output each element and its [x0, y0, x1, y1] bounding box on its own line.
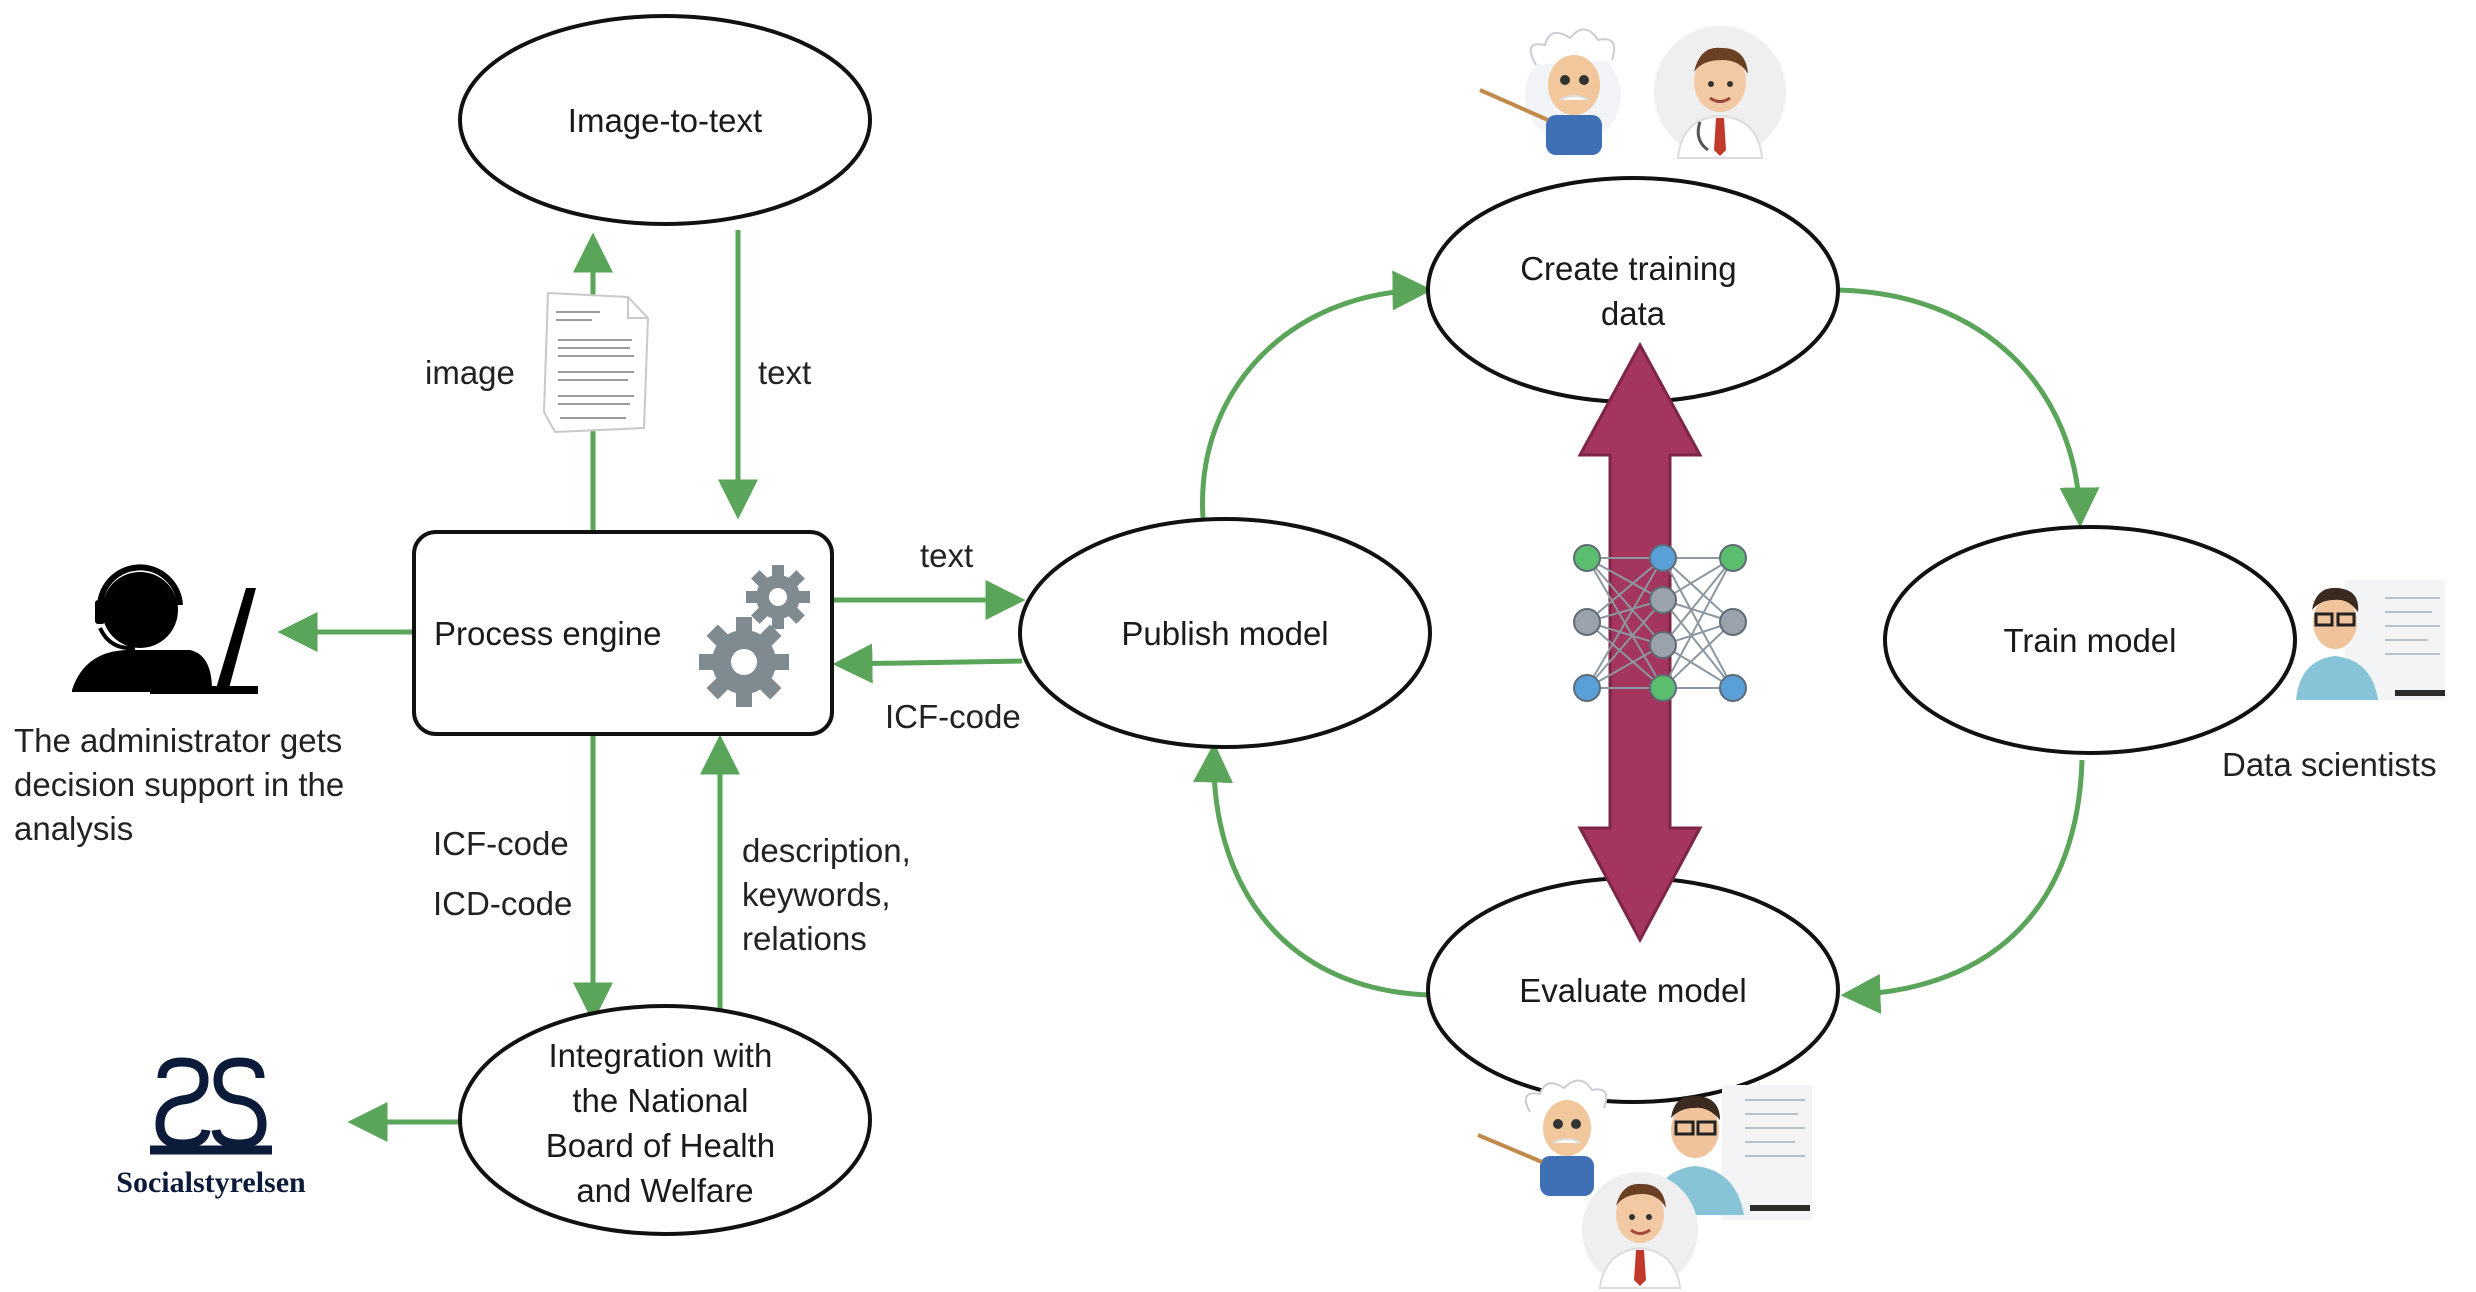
caption-administrator-line-1: The administrator gets	[14, 722, 342, 759]
node-create-training-data-label: Create training data	[1520, 250, 1746, 332]
caption-administrator-line-2: decision support in the	[14, 766, 344, 803]
node-train-model: Train model	[1883, 525, 2297, 755]
neural-network-node	[1649, 674, 1677, 702]
label-icf-code-left: ICF-code	[885, 698, 1021, 735]
edge-train-to-evaluate	[1840, 759, 2085, 1014]
neural-network-node	[1649, 544, 1677, 572]
data-scientist-avatar-icon	[2296, 580, 2445, 700]
neural-network-connection	[1662, 557, 1734, 689]
neural-network-node	[1719, 544, 1747, 572]
bottom-team-icon	[1477, 1079, 1812, 1289]
neural-network-node	[1573, 544, 1601, 572]
neural-network-connection	[1586, 621, 1664, 689]
neural-network-connection	[1662, 621, 1734, 689]
neural-network-node	[1719, 674, 1747, 702]
edges-left	[277, 230, 1026, 1142]
doctor-avatar-icon	[1654, 26, 1786, 159]
label-description-line-2: keywords,	[742, 876, 891, 913]
neural-network-connection	[1586, 557, 1664, 689]
neural-network-nodes	[1573, 544, 1747, 702]
edge-create-to-train	[1834, 287, 2100, 528]
label-text-up: text	[758, 354, 811, 391]
label-icd-code-down: ICD-code	[433, 885, 572, 922]
neural-network-node	[1573, 608, 1601, 636]
node-integration-label: Integration with the National Board of H…	[546, 1037, 784, 1209]
node-publish-model-label: Publish model	[1121, 615, 1328, 652]
edge-publish-to-create	[1200, 270, 1433, 519]
node-image-to-text: Image-to-text	[458, 14, 872, 226]
node-create-training-data: Create training data	[1426, 176, 1840, 404]
label-icf-code-down: ICF-code	[433, 825, 569, 862]
node-integration-line-1: Integration with	[549, 1037, 773, 1074]
label-image: image	[425, 354, 515, 391]
edge-evaluate-to-publish	[1193, 742, 1431, 998]
socialstyrelsen-logo: Socialstyrelsen	[116, 1057, 306, 1199]
neural-network-connection	[1586, 644, 1664, 689]
socialstyrelsen-logo-text: Socialstyrelsen	[116, 1166, 306, 1199]
neural-network-connection	[1586, 599, 1664, 689]
neural-network-node	[1719, 608, 1747, 636]
neural-network-connection	[1662, 557, 1734, 646]
cartoon-scientist-icon	[1479, 28, 1621, 155]
double-headed-arrow-icon	[1577, 341, 1703, 944]
node-evaluate-model: Evaluate model	[1426, 876, 1840, 1104]
neural-network-node	[1573, 674, 1601, 702]
caption-administrator-line-3: analysis	[14, 810, 133, 847]
node-train-model-label: Train model	[2003, 622, 2176, 659]
node-evaluate-model-label: Evaluate model	[1519, 972, 1746, 1009]
edge-icf-left	[832, 643, 1023, 684]
label-description-line-3: relations	[742, 920, 867, 957]
node-create-training-data-line-2: data	[1601, 295, 1666, 332]
node-publish-model: Publish model	[1018, 517, 1432, 749]
label-description: description, keywords, relations	[742, 832, 920, 957]
node-integration-line-2: the National	[572, 1082, 748, 1119]
neural-network-connection	[1586, 557, 1664, 601]
caption-administrator: The administrator gets decision support …	[14, 722, 353, 847]
node-integration-line-4: and Welfare	[576, 1172, 753, 1209]
neural-network-connection	[1586, 557, 1664, 623]
neural-network-connection	[1662, 557, 1734, 623]
edges-cycle	[1193, 270, 2100, 1014]
neural-network-connection	[1586, 557, 1664, 646]
neural-network-node	[1649, 586, 1677, 614]
neural-network-icon	[1586, 557, 1734, 689]
document-page-icon	[542, 291, 650, 434]
neural-network-connection	[1662, 599, 1734, 689]
caption-data-scientists: Data scientists	[2222, 746, 2437, 783]
node-create-training-data-line-1: Create training	[1520, 250, 1736, 287]
person-with-headset-at-laptop-icon	[72, 564, 258, 694]
gears-icon	[699, 565, 810, 707]
node-image-to-text-label: Image-to-text	[568, 102, 762, 139]
neural-network-node	[1649, 631, 1677, 659]
node-integration: Integration with the National Board of H…	[458, 1004, 872, 1236]
node-process-engine-label: Process engine	[434, 615, 661, 652]
node-integration-line-3: Board of Health	[546, 1127, 775, 1164]
label-text-right: text	[920, 537, 973, 574]
label-description-line-1: description,	[742, 832, 911, 869]
